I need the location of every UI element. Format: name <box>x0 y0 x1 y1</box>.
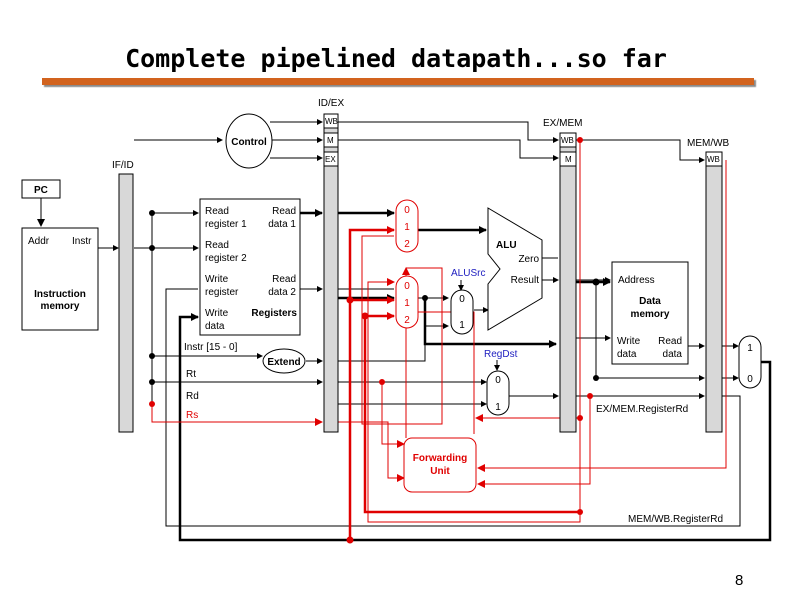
writeback-mux-input-1: 1 <box>747 343 753 354</box>
pc-label: PC <box>34 185 48 196</box>
write-register-line2: register <box>205 287 239 298</box>
ex-mem-wb-label: WB <box>561 136 574 145</box>
mem-wb-wb-label: WB <box>707 155 720 164</box>
sign-extend: Extend <box>262 348 306 374</box>
dmem-address-label: Address <box>618 275 655 286</box>
instr-15-0-label: Instr [15 - 0] <box>184 342 238 353</box>
read-data-1-line2: data 1 <box>268 219 296 230</box>
rs-label: Rs <box>186 410 198 421</box>
alu-result-label: Result <box>511 275 540 286</box>
forward-mux-b: 0 1 2 <box>395 275 419 329</box>
write-data-line2: data <box>205 321 225 332</box>
forward-mux-a-input-1: 1 <box>404 222 410 233</box>
forwarding-thick-wires <box>348 226 580 540</box>
imem-title-1: Instruction <box>34 289 86 300</box>
control-unit: Control <box>225 113 273 169</box>
rd-label: Rd <box>186 391 199 402</box>
alusrc-input-0: 0 <box>459 294 465 305</box>
read-data-1-line1: Read <box>272 206 296 217</box>
page-number: 8 <box>735 572 744 589</box>
alusrc-mux: ALUSrc 0 1 <box>450 268 485 335</box>
alu: ALU Zero Result <box>487 207 543 331</box>
write-data-line1: Write <box>205 308 229 319</box>
id-ex-wb-label: WB <box>325 117 338 126</box>
forwarding-unit: Forwarding Unit <box>403 437 477 493</box>
regdst-label: RegDst <box>484 349 518 360</box>
id-ex-ex-label: EX <box>325 155 336 164</box>
extend-label: Extend <box>267 357 300 368</box>
id-ex-label: ID/EX <box>318 98 344 109</box>
read-data-2-line2: data 2 <box>268 287 296 298</box>
forward-mux-a-input-2: 2 <box>404 239 410 250</box>
junction-dots <box>149 137 600 544</box>
alusrc-input-1: 1 <box>459 320 465 331</box>
slide-title: Complete pipelined datapath...so far <box>125 44 667 73</box>
ex-mem-register: WB M EX/MEM <box>543 118 582 433</box>
instruction-memory: Addr Instr Instruction memory <box>21 227 99 331</box>
alusrc-label: ALUSrc <box>451 268 485 279</box>
forwarding-unit-label-1: Forwarding <box>413 453 467 464</box>
ex-mem-m-label: M <box>565 155 572 164</box>
regdst-input-1: 1 <box>495 402 501 413</box>
alu-zero-label: Zero <box>518 254 539 265</box>
ex-mem-registerrd-label: EX/MEM.RegisterRd <box>596 404 688 415</box>
registers-label: Registers <box>251 308 297 319</box>
imem-title-2: memory <box>41 301 80 312</box>
dmem-write-data-line1: Write <box>617 336 641 347</box>
alu-label: ALU <box>496 240 517 251</box>
mem-wb-label: MEM/WB <box>687 138 730 149</box>
control-label: Control <box>231 137 267 148</box>
read-register-1-line1: Read <box>205 206 229 217</box>
dmem-write-data-line2: data <box>617 349 637 360</box>
read-register-1-line2: register 1 <box>205 219 247 230</box>
forward-mux-b-input-0: 0 <box>404 281 410 292</box>
imem-instr-label: Instr <box>72 236 92 247</box>
read-register-2-line1: Read <box>205 240 229 251</box>
write-register-line1: Write <box>205 274 229 285</box>
dmem-title-1: Data <box>639 296 661 307</box>
mem-wb-registerrd-label: MEM/WB.RegisterRd <box>628 514 723 525</box>
read-data-2-line1: Read <box>272 274 296 285</box>
writeback-mux-input-0: 0 <box>747 374 753 385</box>
if-id-register: IF/ID <box>112 160 134 433</box>
imem-addr-label: Addr <box>28 236 50 247</box>
regdst-mux: RegDst 0 1 <box>484 349 518 416</box>
forward-mux-a: 0 1 2 <box>395 199 419 253</box>
dmem-read-data-line2: data <box>663 349 683 360</box>
regdst-input-0: 0 <box>495 375 501 386</box>
dmem-title-2: memory <box>631 309 670 320</box>
forward-mux-a-input-0: 0 <box>404 205 410 216</box>
mem-wb-register: WB MEM/WB <box>687 138 730 433</box>
register-file: Read register 1 Read register 2 Write re… <box>199 198 301 336</box>
id-ex-m-label: M <box>327 136 334 145</box>
data-memory: Address Data memory Write data Read data <box>611 261 689 365</box>
forwarding-unit-label-2: Unit <box>430 466 450 477</box>
read-register-2-line2: register 2 <box>205 253 247 264</box>
if-id-label: IF/ID <box>112 160 134 171</box>
rt-label: Rt <box>186 369 196 380</box>
forward-mux-b-input-1: 1 <box>404 298 410 309</box>
writeback-mux: 1 0 <box>738 335 762 389</box>
ex-mem-label: EX/MEM <box>543 118 582 129</box>
forward-mux-b-input-2: 2 <box>404 315 410 326</box>
pc-box: PC <box>21 179 61 199</box>
thick-wires <box>178 209 772 542</box>
title-underline <box>42 78 754 85</box>
dmem-read-data-line1: Read <box>658 336 682 347</box>
id-ex-register: WB M EX ID/EX <box>318 98 344 433</box>
